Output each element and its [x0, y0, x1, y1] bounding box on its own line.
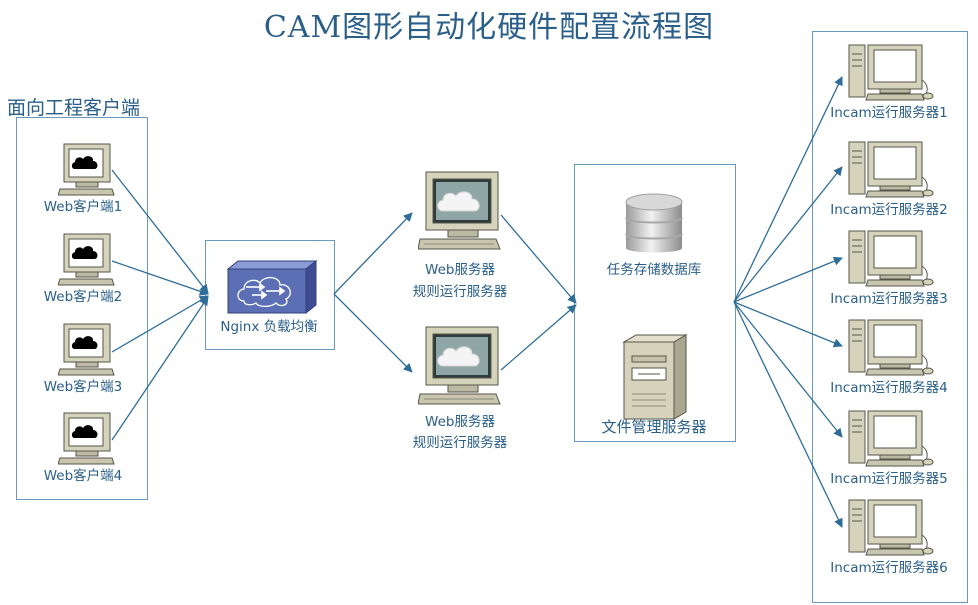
edge-web2-to-storage [500, 304, 577, 371]
database-label: 任务存储数据库 [606, 262, 702, 278]
tower-server-icon [622, 334, 688, 420]
workstation-cloud-icon [418, 171, 501, 250]
load-balancer-label: Nginx 负载均衡 [220, 319, 318, 335]
workstation-icon [848, 230, 934, 287]
web-server-label-line1: Web服务器 [425, 414, 495, 430]
web-server-label-line2: 规则运行服务器 [412, 284, 508, 300]
file-server-label: 文件管理服务器 [601, 418, 707, 436]
workstation-icon [848, 410, 934, 467]
client-node [58, 323, 116, 378]
workstation-cloud-icon [418, 326, 501, 405]
diagram-title: CAM图形自动化硬件配置流程图 [263, 10, 715, 45]
client-label: Web客户端2 [43, 289, 123, 305]
workstation-cloud-screen-icon [58, 233, 115, 286]
edge-web1-to-storage [500, 214, 577, 304]
incam-server-label: Incam运行服务器5 [830, 471, 948, 487]
incam-server-node [846, 141, 936, 199]
incam-server-label: Incam运行服务器4 [830, 380, 948, 396]
client-label: Web客户端3 [43, 379, 123, 395]
workstation-cloud-screen-icon [58, 412, 115, 465]
database-node [624, 192, 684, 258]
incam-server-node [846, 410, 936, 468]
client-label: Web客户端4 [43, 468, 123, 484]
web-server-node [418, 326, 502, 412]
edge-storage-to-incam4 [733, 301, 843, 348]
incam-server-label: Incam运行服务器1 [830, 105, 948, 121]
edge-storage-to-incam1 [733, 76, 843, 303]
incam-server-label: Incam运行服务器3 [830, 291, 948, 307]
router-icon [226, 259, 318, 315]
edge-storage-to-incam2 [733, 166, 843, 303]
database-cylinder-icon [625, 193, 683, 253]
web-server-label-line1: Web服务器 [425, 262, 495, 278]
client-label: Web客户端1 [43, 199, 123, 215]
edge-storage-to-incam5 [733, 301, 843, 438]
client-node [58, 412, 116, 467]
incam-server-label: Incam运行服务器6 [830, 560, 948, 576]
web-server-node [418, 171, 502, 257]
incam-server-node [846, 230, 936, 288]
edge-client1-to-nginx [111, 169, 209, 294]
workstation-cloud-screen-icon [58, 143, 115, 196]
workstation-cloud-screen-icon [58, 323, 115, 376]
incam-group-box [812, 31, 968, 603]
web-server-label-line2: 规则运行服务器 [412, 435, 508, 451]
edge-nginx-to-web2 [333, 293, 413, 373]
edge-client4-to-nginx [111, 296, 209, 441]
client-group-box [16, 117, 148, 500]
client-node [58, 143, 116, 198]
client-group-label: 面向工程客户端 [7, 97, 141, 119]
client-node [58, 233, 116, 288]
edge-client3-to-nginx [111, 295, 209, 353]
incam-server-label: Incam运行服务器2 [830, 202, 948, 218]
workstation-icon [848, 319, 934, 376]
workstation-icon [848, 141, 934, 198]
edge-client2-to-nginx [111, 260, 209, 296]
edge-nginx-to-web1 [333, 212, 413, 295]
incam-server-node [846, 319, 936, 377]
workstation-icon [848, 44, 934, 101]
edge-storage-to-incam3 [733, 256, 843, 303]
edge-storage-to-incam6 [733, 301, 843, 528]
file-server-node [622, 334, 688, 420]
workstation-icon [848, 499, 934, 556]
incam-server-node [846, 44, 936, 102]
incam-server-node [846, 499, 936, 557]
load-balancer-node [226, 259, 318, 315]
